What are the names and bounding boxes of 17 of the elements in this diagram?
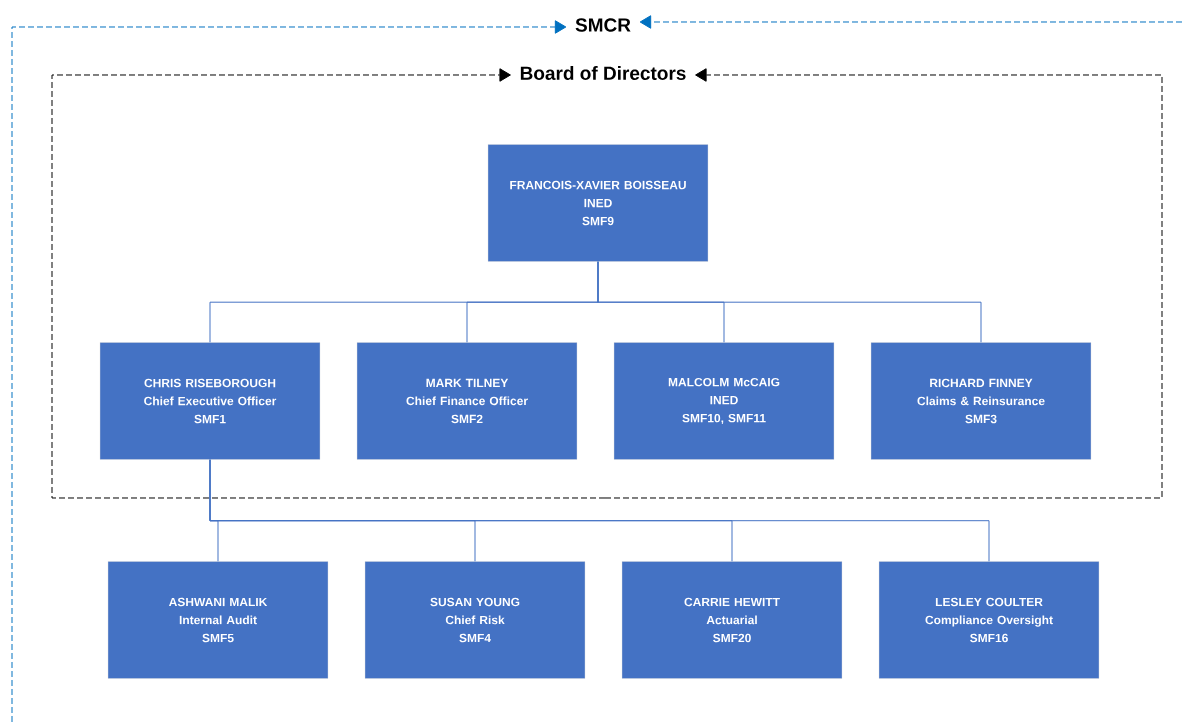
dashed-arrow — [11, 20, 567, 722]
person-box: FRANCOIS-XAVIER BOISSEAU INED SMF9 — [487, 144, 709, 262]
person-box: CARRIE HEWITT Actuarial SMF20 — [621, 561, 843, 679]
dashed-arrow — [51, 68, 606, 499]
dashed-arrow — [604, 68, 1163, 499]
connector-line — [209, 459, 990, 562]
person-box: CHRIS RISEBOROUGH Chief Executive Officer SMF1 — [99, 342, 321, 460]
heading-text: SMCR — [575, 18, 631, 32]
person-box: MARK TILNEY Chief Finance Officer SMF2 — [356, 342, 578, 460]
person-box: SUSAN YOUNG Chief Risk SMF4 — [364, 561, 586, 679]
person-box: ASHWANI MALIK Internal Audit SMF5 — [107, 561, 329, 679]
person-box: MALCOLM McCAIG INED SMF10, SMF11 — [613, 342, 835, 460]
person-box: RICHARD FINNEY Claims & Reinsurance SMF3 — [870, 342, 1092, 460]
dashed-arrow — [639, 15, 1182, 29]
person-box: LESLEY COULTER Compliance Oversight SMF16 — [878, 561, 1100, 679]
connector-line — [597, 261, 982, 343]
heading-text: Board of Directors — [520, 66, 686, 80]
